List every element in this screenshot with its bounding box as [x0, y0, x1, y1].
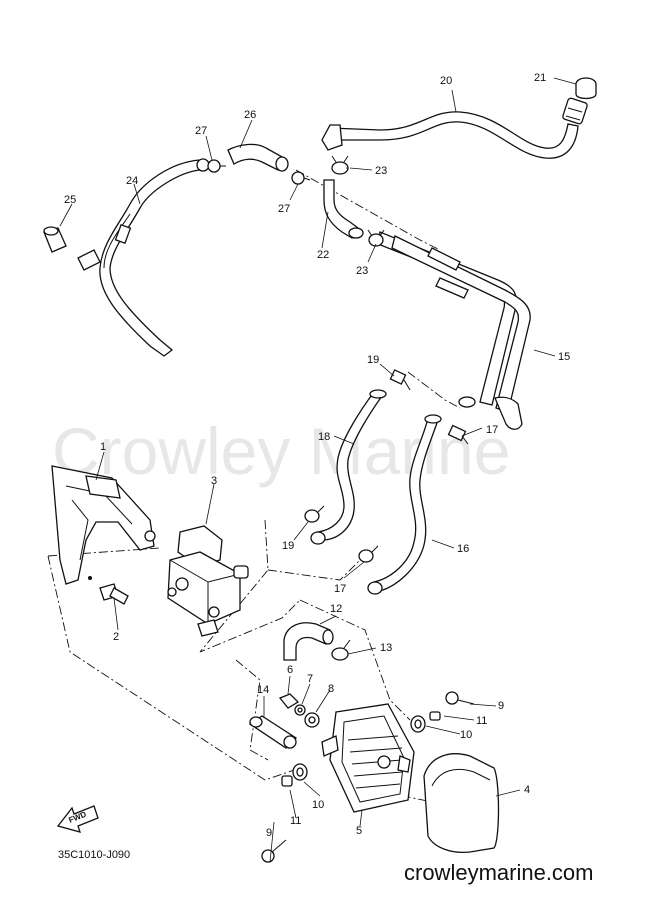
hose-18 — [310, 389, 387, 545]
clamp-17-bottom — [358, 545, 379, 563]
callout-23-bottom: 23 — [356, 265, 368, 277]
cap-25 — [43, 226, 67, 253]
callout-17-bottom: 17 — [334, 583, 346, 595]
washer-8 — [304, 712, 320, 728]
washer-7 — [294, 704, 306, 716]
callout-3: 3 — [211, 475, 217, 487]
callout-23-top: 23 — [375, 165, 387, 177]
valve-3 — [167, 525, 249, 637]
callout-7: 7 — [307, 673, 313, 685]
callout-21: 21 — [534, 72, 546, 84]
hose-20 — [321, 97, 588, 159]
callout-11-left: 11 — [290, 815, 301, 827]
clamp-17-top — [447, 424, 469, 445]
callout-17-top: 17 — [486, 424, 498, 436]
hose-16 — [367, 414, 442, 595]
clamp-27-right — [291, 171, 311, 185]
watermark-text: Crowley Marine — [52, 414, 510, 488]
callout-9-right: 9 — [498, 700, 504, 712]
callout-10-right: 10 — [460, 729, 472, 741]
callout-25: 25 — [64, 194, 76, 206]
website-text: crowleymarine.com — [404, 860, 594, 885]
hose-15 — [377, 231, 531, 430]
callout-19-top: 19 — [367, 354, 379, 366]
callout-16: 16 — [457, 543, 469, 555]
pipe-14 — [248, 715, 298, 749]
callout-9-left: 9 — [266, 827, 272, 839]
callout-labels: 1 2 3 4 5 6 7 8 9 9 10 10 11 11 12 13 14… — [64, 72, 570, 839]
callout-22: 22 — [317, 249, 329, 261]
collar-11-right — [429, 711, 441, 721]
callout-5: 5 — [356, 825, 362, 837]
clamp-27-left — [207, 159, 226, 173]
fwd-arrow-icon: FWD — [56, 805, 99, 833]
diagram-code: 35C1010-J090 — [58, 849, 130, 861]
callout-6: 6 — [287, 664, 293, 676]
callout-2: 2 — [113, 631, 119, 643]
bolt-2 — [88, 576, 129, 605]
cover-4 — [423, 753, 500, 854]
callout-14: 14 — [257, 684, 269, 696]
callout-19-bottom: 19 — [282, 540, 294, 552]
callout-20: 20 — [440, 75, 452, 87]
hose-12 — [283, 622, 334, 661]
callout-26: 26 — [244, 109, 256, 121]
nut-6 — [278, 693, 300, 709]
clamp-19-bottom — [304, 505, 325, 523]
bolt-9-right — [445, 691, 475, 705]
bolt-9-left — [261, 839, 287, 863]
clamp-13 — [331, 639, 351, 661]
callout-13: 13 — [380, 642, 392, 654]
collar-11-left — [281, 775, 293, 787]
grommet-10-right — [410, 715, 426, 733]
clamp-19-top — [389, 369, 411, 391]
leader-lines — [59, 77, 577, 863]
hose-22 — [323, 179, 364, 239]
callout-15: 15 — [558, 351, 570, 363]
bracket-1 — [51, 465, 156, 585]
callout-27-top: 27 — [195, 125, 207, 137]
hose-24 — [77, 158, 210, 357]
callout-10-left: 10 — [312, 799, 324, 811]
filter-5 — [321, 703, 415, 813]
clamp-23-top — [331, 155, 349, 175]
callout-12: 12 — [330, 603, 342, 615]
callout-1: 1 — [100, 441, 106, 453]
grommet-10-left — [292, 763, 308, 781]
clamp-23-mid — [367, 229, 385, 247]
cap-21 — [575, 77, 597, 100]
callout-27-bottom: 27 — [278, 203, 290, 215]
callout-24: 24 — [126, 175, 138, 187]
callout-18: 18 — [318, 431, 330, 443]
hose-26 — [227, 143, 289, 172]
callout-8: 8 — [328, 683, 334, 695]
callout-4: 4 — [524, 784, 530, 796]
callout-11-right: 11 — [476, 715, 487, 727]
